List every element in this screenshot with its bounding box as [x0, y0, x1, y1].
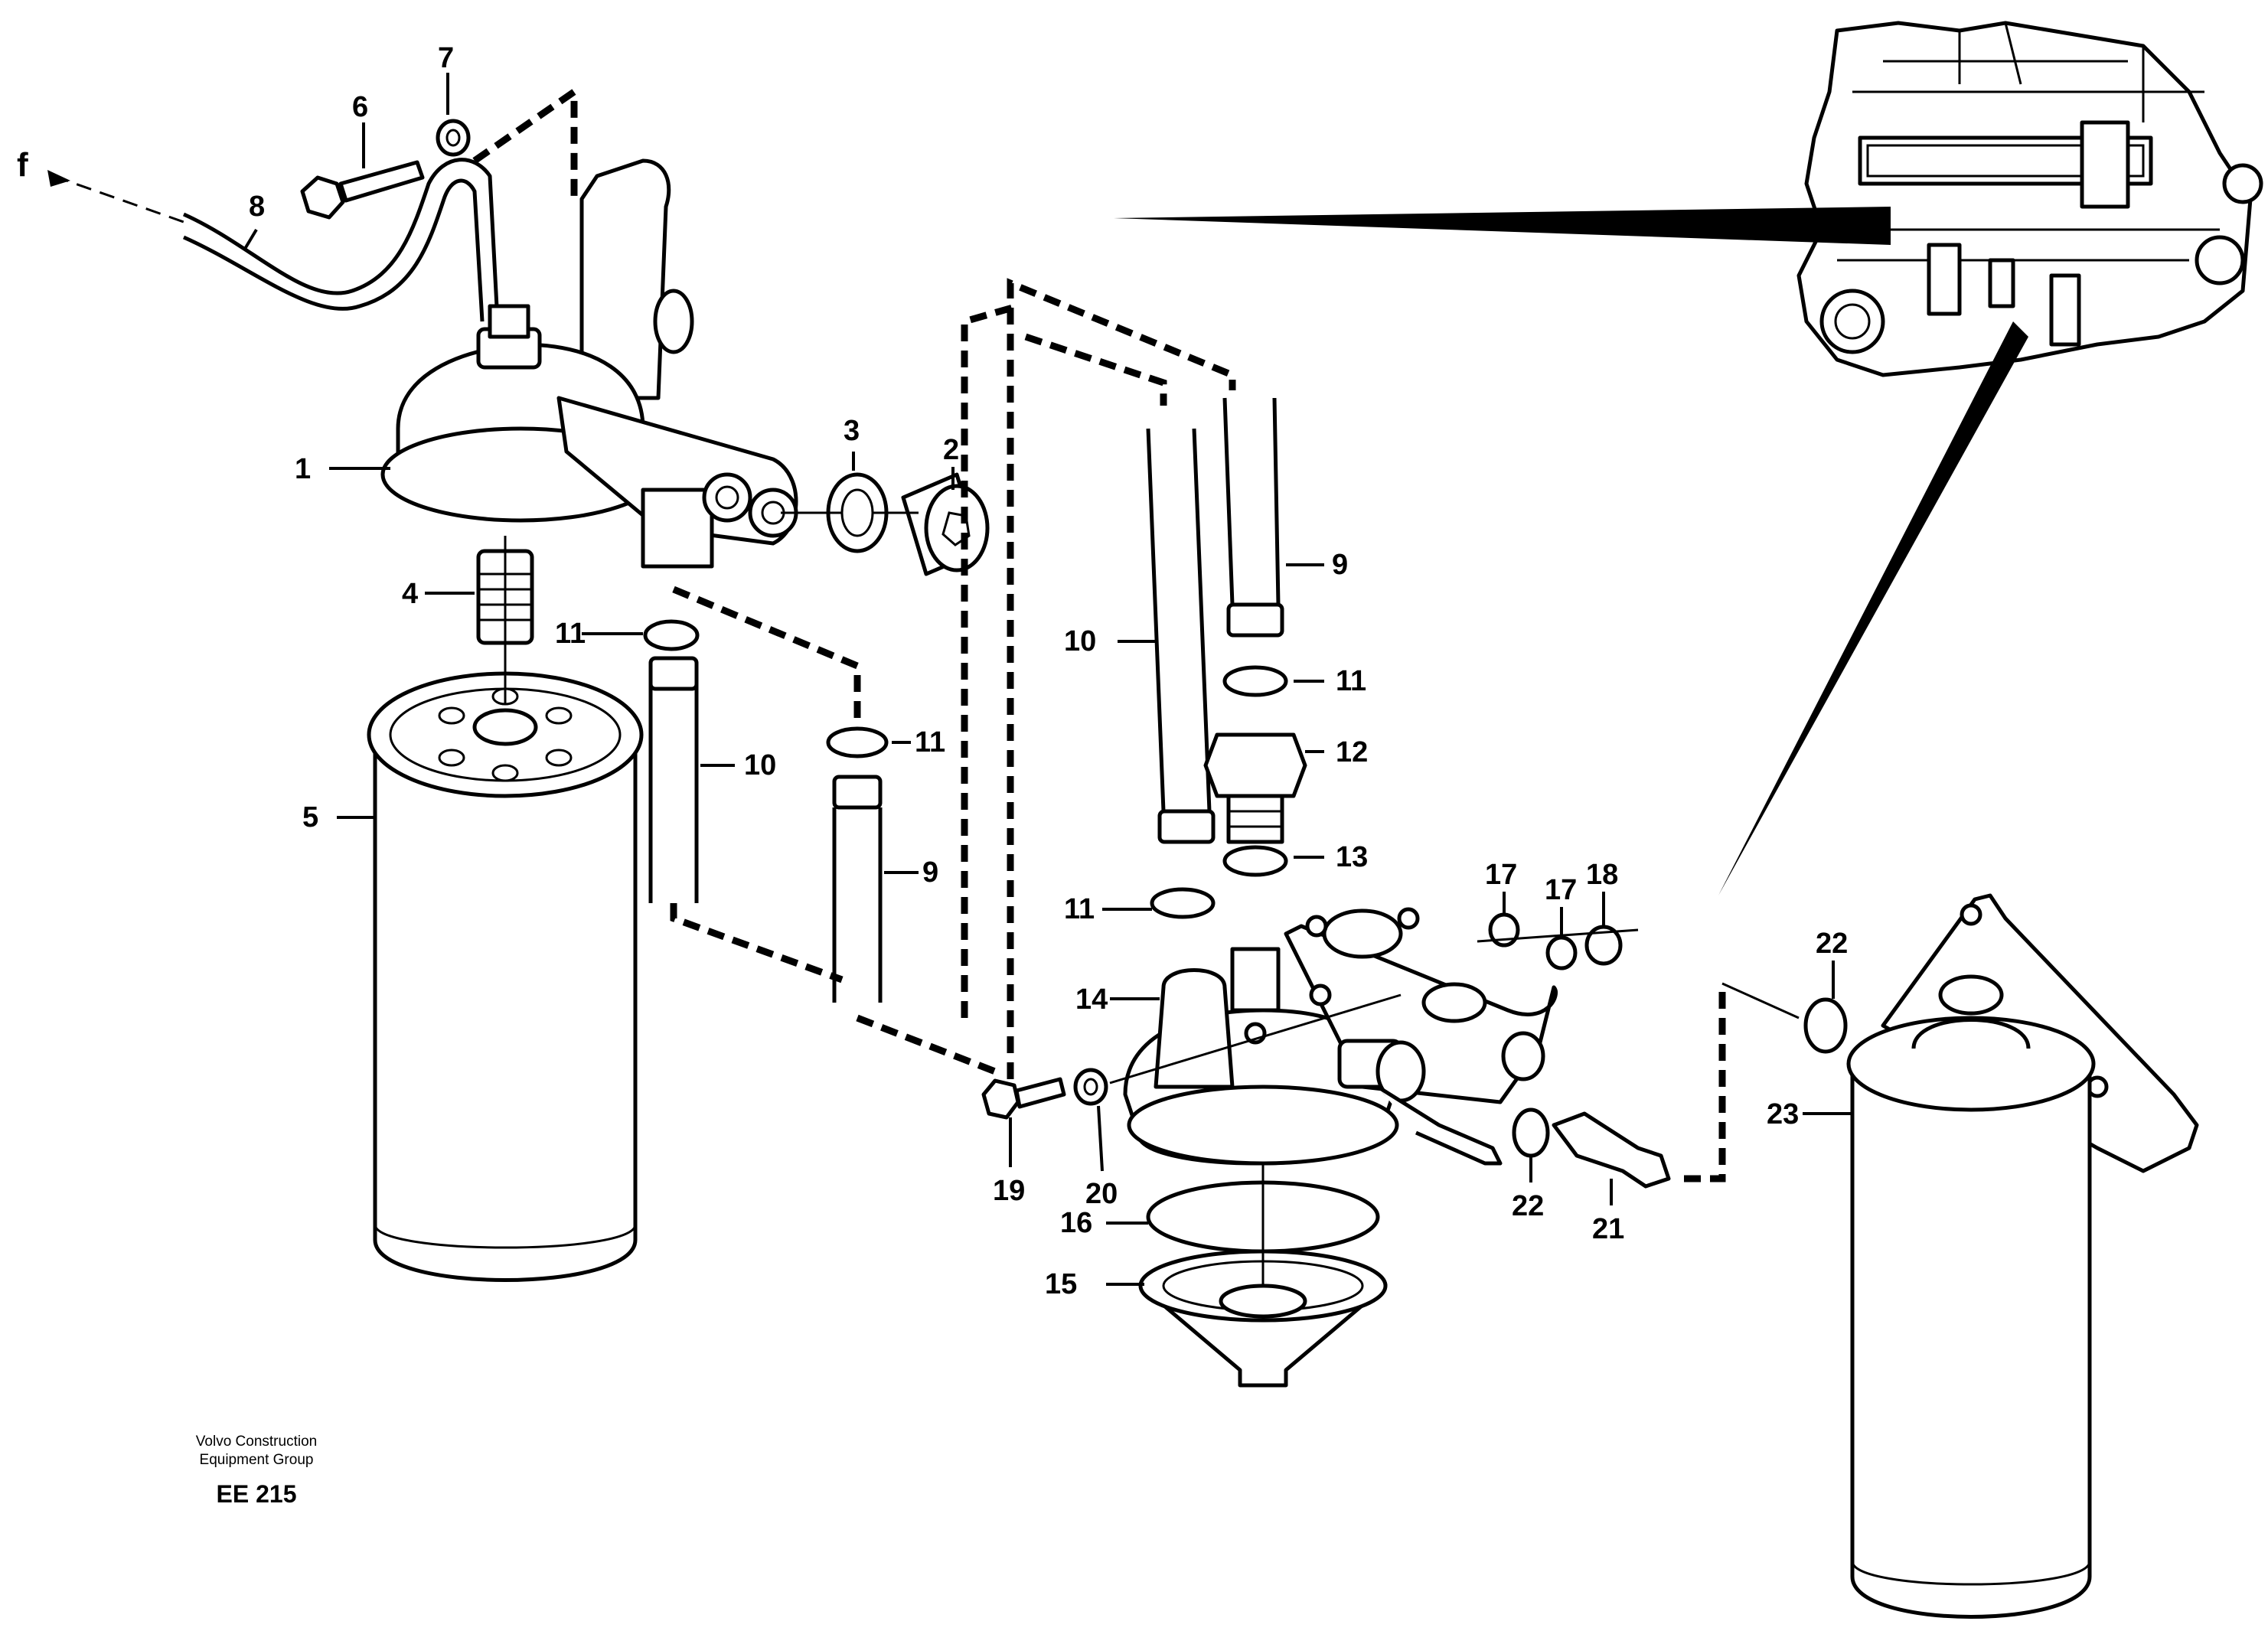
callouts: 1 2 3 4 5 6 7 8 9 9 10 10 11 11 11 11 12…: [249, 42, 1848, 1300]
callout-8: 8: [249, 191, 265, 223]
engine-inset-illustration: [1796, 21, 2263, 377]
leader-wedge-lower: [1718, 321, 2028, 895]
washer-20: [1073, 1068, 1108, 1106]
callout-5: 5: [302, 801, 318, 833]
callout-11-lower: 11: [1064, 893, 1095, 925]
callout-16: 16: [1060, 1207, 1092, 1239]
figure-code: EE 215: [216, 1480, 297, 1508]
callout-13: 13: [1336, 841, 1368, 873]
callout-10-left: 10: [744, 749, 776, 781]
publisher-line-1: Volvo Construction: [195, 1434, 318, 1450]
callout-23: 23: [1767, 1098, 1799, 1130]
bolt-6: [300, 160, 425, 220]
callout-3: 3: [844, 415, 860, 447]
publisher-line-2: Equipment Group: [199, 1452, 314, 1468]
filter-cartridge-23: [1846, 893, 2199, 1619]
callout-6: 6: [352, 91, 368, 123]
hose-9-right: [1222, 397, 1284, 638]
hose-10-right: [1146, 428, 1216, 844]
callout-17-left: 17: [1485, 859, 1517, 891]
o-ring-18: [1584, 925, 1623, 966]
filter-head-1: [380, 158, 798, 569]
callout-19: 19: [993, 1175, 1025, 1207]
dash-link-8: [472, 85, 578, 199]
bolt-19: [981, 1077, 1066, 1120]
callout-11-upper-right: 11: [1336, 665, 1366, 697]
callout-9-right: 9: [1332, 549, 1348, 581]
seal-11-lower: [1150, 887, 1216, 919]
filter-cartridge-5: [367, 671, 644, 1282]
filter-housing-14: [1123, 907, 1558, 1166]
callout-1: 1: [295, 453, 311, 485]
pipe-8-dashed-start: [53, 175, 184, 223]
callout-17-right: 17: [1545, 874, 1577, 906]
arrow-f-indicator: f: [17, 146, 70, 187]
hose-10-left: [643, 619, 700, 903]
plug-2: [901, 472, 990, 576]
callout-18: 18: [1586, 859, 1618, 891]
callout-2: 2: [943, 434, 959, 466]
dash-link-10-left: [670, 903, 844, 983]
callout-11-mid-left: 11: [915, 726, 945, 758]
adapter-12: [1203, 732, 1307, 844]
callout-14: 14: [1075, 983, 1108, 1016]
washer-7: [436, 119, 471, 157]
connector-21: [1552, 1111, 1671, 1189]
callout-9-left: 9: [922, 856, 938, 889]
o-ring-17-lower: [1545, 935, 1578, 970]
seal-13: [1222, 845, 1288, 877]
callout-f: f: [17, 146, 28, 184]
leader-wedge-upper: [1114, 207, 1891, 245]
seal-22-lower: [1512, 1107, 1550, 1158]
publisher-footer: Volvo Construction Equipment Group EE 21…: [138, 1433, 375, 1509]
callout-4: 4: [402, 578, 418, 610]
seal-22-upper: [1803, 997, 1848, 1054]
dash-link-21: [1684, 983, 1726, 1182]
seal-11-right: [1222, 665, 1288, 697]
callout-22-upper: 22: [1816, 928, 1848, 960]
callout-20: 20: [1085, 1178, 1118, 1210]
callout-11-upper-left: 11: [555, 618, 586, 650]
hose-9-left: [826, 726, 889, 1003]
pipe-8: [182, 158, 500, 322]
callout-21: 21: [1592, 1213, 1624, 1245]
leader-lines: [243, 73, 1852, 1286]
callout-15: 15: [1045, 1268, 1077, 1300]
callout-22-lower: 22: [1512, 1190, 1544, 1222]
callout-7: 7: [438, 42, 454, 74]
callout-12: 12: [1336, 736, 1368, 768]
callout-10-right: 10: [1064, 625, 1096, 657]
